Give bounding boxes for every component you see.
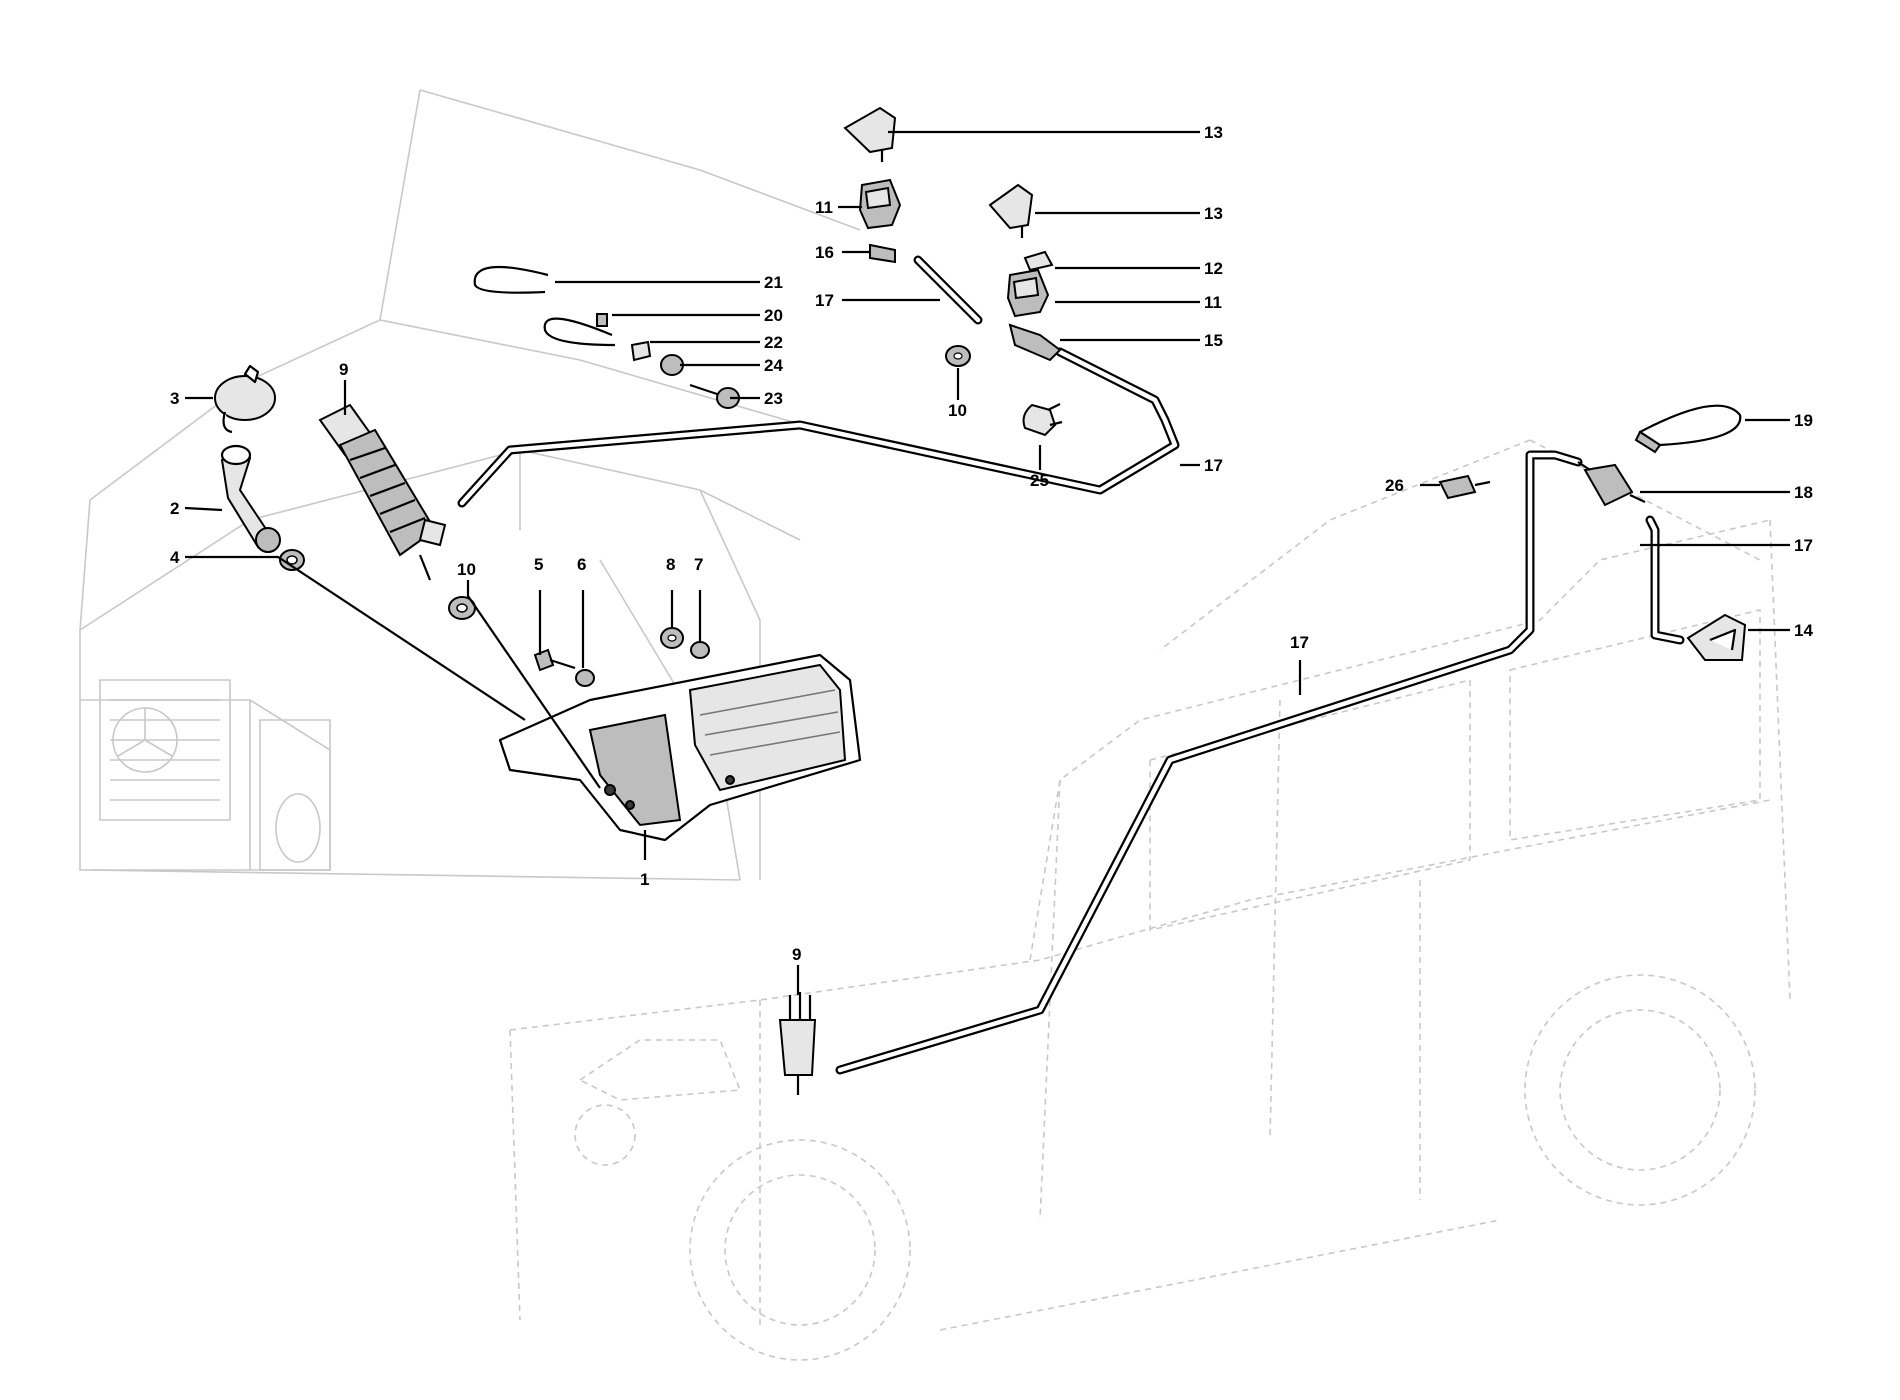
filler-cap [214,364,276,434]
spacer-22 [630,340,652,362]
callout-17-right: 17 [1794,536,1813,555]
clip-25 [1022,403,1063,437]
washer-pump-upper [318,403,447,581]
callout-19: 19 [1794,411,1813,430]
washer-reservoir [498,653,862,842]
callout-3: 3 [170,389,179,408]
callout-14: 14 [1794,621,1813,640]
bolt-23 [689,383,740,409]
callout-8: 8 [666,555,675,574]
callout-5: 5 [534,555,543,574]
callout-17-top: 17 [815,291,834,310]
grommet-4 [279,549,305,571]
washer-6 [575,669,595,687]
filler-neck [220,444,281,553]
nut-8 [660,627,684,649]
clamp-21 [473,265,549,294]
callout-18: 18 [1794,483,1813,502]
holder-11-lower [1006,268,1050,318]
callout-21: 21 [764,273,783,292]
washer-7 [690,641,710,659]
clamp-20 [543,313,616,347]
callout-9-upper: 9 [339,360,348,379]
nozzle-14 [1686,613,1747,661]
callout-12: 12 [1204,259,1223,278]
callout-11-upper: 11 [815,198,833,217]
callout-11-lower: 11 [1204,293,1222,312]
callout-1: 1 [640,870,649,889]
callout-17-long: 17 [1290,633,1309,652]
holder-11-upper [858,178,902,230]
tee-15 [1008,323,1062,362]
callout-10-lower: 10 [948,401,967,420]
callout-24: 24 [764,356,783,375]
callout-7: 7 [694,555,703,574]
callout-13-lower: 13 [1204,204,1223,223]
connector-16 [869,243,896,264]
callout-13-upper: 13 [1204,123,1223,142]
callout-2: 2 [170,499,179,518]
vehicle-side-ghost [509,439,1791,1361]
callout-23: 23 [764,389,783,408]
callout-labels: 1 2 3 4 5 6 7 8 9 9 10 10 11 11 12 13 13… [170,123,1813,964]
check-valve-18 [1577,461,1646,507]
callout-15: 15 [1204,331,1223,350]
leader-lines [184,130,1790,995]
callout-4: 4 [170,548,180,567]
washer-pump-lower [778,992,817,1095]
callout-20: 20 [764,306,783,325]
grommet-10-upper [448,596,476,620]
plug-12 [1023,250,1054,272]
washer-24 [660,354,684,376]
callout-16: 16 [815,243,834,262]
grommet-10-lower [945,345,971,367]
callout-9-lower: 9 [792,945,801,964]
callout-26: 26 [1385,476,1404,495]
callout-22: 22 [764,333,783,352]
callout-17-loop: 17 [1204,456,1223,475]
nozzle-13-lower [988,183,1034,238]
hose-17 [457,255,1685,1075]
cable-tie-19 [1634,404,1742,454]
callout-10-upper: 10 [457,560,476,579]
nozzle-13-upper [843,106,897,162]
valve-26 [1438,474,1491,500]
callout-6: 6 [577,555,586,574]
callout-25: 25 [1030,471,1049,490]
